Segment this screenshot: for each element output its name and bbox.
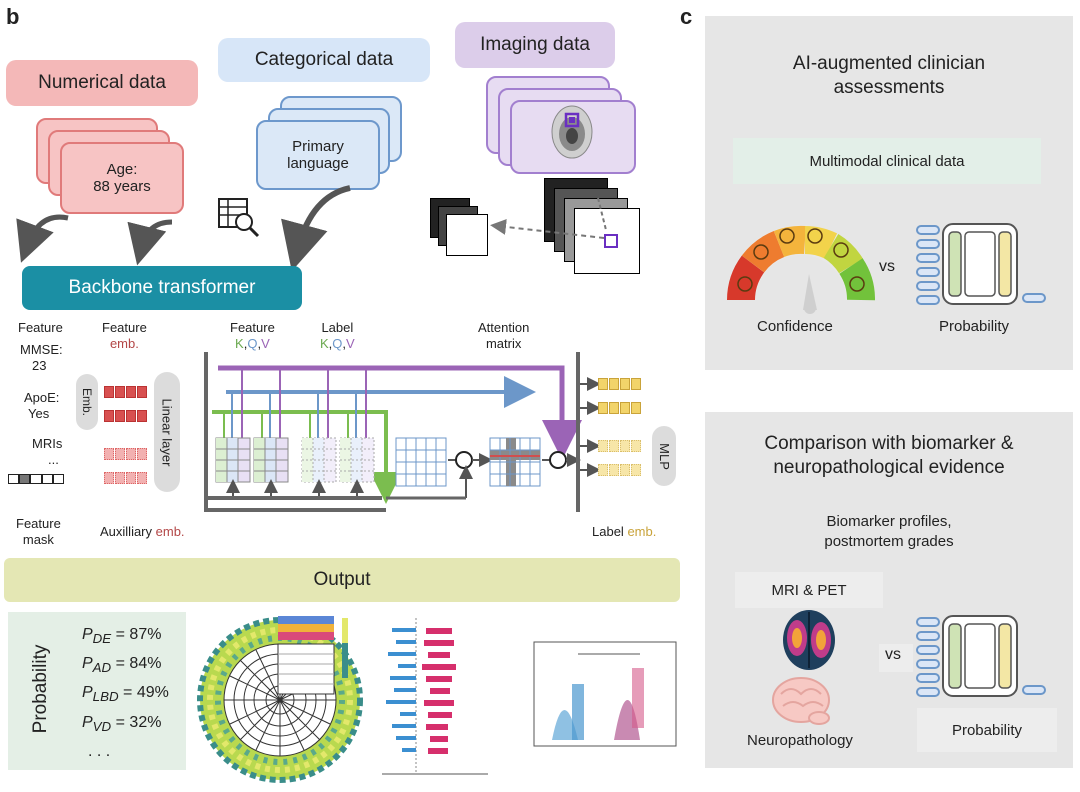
col-attention: Attention matrix bbox=[478, 320, 529, 352]
probability-model-icon-2 bbox=[916, 615, 1046, 697]
prob-vd: PVD = 32% bbox=[82, 713, 162, 734]
patch-marker bbox=[604, 234, 618, 248]
confidence-label: Confidence bbox=[757, 318, 833, 335]
output-bar: Output bbox=[4, 558, 680, 602]
panel-c-label: c bbox=[680, 4, 693, 29]
neuropathology-label: Neuropathology bbox=[747, 732, 853, 749]
multimodal-clinical-data: Multimodal clinical data bbox=[733, 138, 1041, 184]
col-feature-emb-1: Feature bbox=[102, 320, 147, 335]
vs-label-top: vs bbox=[879, 258, 895, 275]
feature-emb-row-1 bbox=[104, 386, 147, 398]
violin-strip-thumbnail bbox=[382, 618, 488, 775]
linear-layer-pill: Linear layer bbox=[154, 372, 180, 492]
feature-emb-row-3 bbox=[104, 448, 147, 460]
imaging-data-title: Imaging data bbox=[455, 22, 615, 68]
feature-apoe: ApoE:Yes bbox=[24, 390, 60, 421]
categorical-card: Primary language bbox=[256, 120, 380, 190]
input-arrows bbox=[16, 185, 607, 272]
confidence-gauge-icon bbox=[727, 225, 875, 314]
label-emb-row-4 bbox=[598, 464, 641, 476]
biomarker-profiles-text: Biomarker profiles,postmortem grades bbox=[824, 513, 954, 550]
attention-diagram bbox=[204, 352, 601, 512]
numerical-data-title: Numerical data bbox=[6, 60, 198, 106]
label-emb-row-2 bbox=[598, 402, 641, 414]
emb-pill: Emb. bbox=[76, 374, 98, 430]
feature-mris: MRIs... bbox=[32, 436, 63, 467]
circular-heatmap-thumbnail bbox=[197, 616, 363, 783]
col-label-kqv-1: Label bbox=[321, 320, 354, 335]
panel-b-label: b bbox=[6, 4, 20, 29]
col-attention-1: Attention bbox=[478, 320, 530, 335]
vs-label-bottom: vs bbox=[885, 646, 901, 663]
biomarker-comparison-title: Comparison with biomarker &neuropatholog… bbox=[764, 433, 1014, 478]
auxiliary-emb-label: Auxilliary emb. bbox=[100, 524, 185, 539]
mlp-pill: MLP bbox=[652, 426, 676, 486]
col-feature-emb: Feature emb. bbox=[102, 320, 147, 352]
col-label-kqv: Label K,Q,V bbox=[320, 320, 355, 352]
feature-emb-row-4 bbox=[104, 472, 147, 484]
label-emb-label: Label emb. bbox=[592, 524, 657, 539]
mri-pet-label: MRI & PET bbox=[735, 572, 883, 608]
prob-ad: PAD = 84% bbox=[82, 655, 162, 676]
prob-lbd: PLBD = 49% bbox=[82, 684, 169, 705]
biomarker-comparison-panel: Comparison with biomarker &neuropatholog… bbox=[705, 412, 1073, 768]
prob-de: PDE = 87% bbox=[82, 626, 162, 647]
col-label-kqv-2: K,Q,V bbox=[320, 336, 355, 351]
pet-brain-icon bbox=[783, 610, 835, 670]
probability-box: Probability PDE = 87% PAD = 84% PLBD = 4… bbox=[8, 612, 186, 770]
col-feature: Feature bbox=[18, 320, 63, 335]
prob-ellipsis: . . . bbox=[88, 742, 111, 760]
raincloud-thumbnail bbox=[533, 641, 677, 747]
probability-label-bottom: Probability bbox=[917, 708, 1057, 752]
probability-label-top: Probability bbox=[939, 318, 1010, 335]
feature-emb-row-2 bbox=[104, 410, 147, 422]
col-feature-kqv: Feature K,Q,V bbox=[230, 320, 275, 352]
table-search-icon bbox=[218, 198, 260, 238]
categorical-data-title: Categorical data bbox=[218, 38, 430, 82]
col-attention-2: matrix bbox=[485, 336, 522, 351]
token-slice-3 bbox=[446, 214, 488, 256]
col-feature-kqv-1: Feature bbox=[230, 320, 275, 335]
probability-list: PDE = 87% PAD = 84% PLBD = 49% PVD = 32%… bbox=[82, 622, 169, 764]
feature-mmse: MMSE:23 bbox=[20, 342, 63, 373]
col-feature-emb-2: emb. bbox=[109, 336, 139, 351]
col-feature-kqv-2: K,Q,V bbox=[235, 336, 270, 351]
probability-title: Probability bbox=[30, 644, 51, 734]
patch-slice-4 bbox=[574, 208, 640, 274]
kqv-grid-1 bbox=[215, 437, 251, 483]
feature-mask-bar bbox=[8, 474, 65, 484]
brain-scan-icon bbox=[551, 105, 593, 159]
numerical-card-line1: Age: bbox=[106, 161, 138, 178]
label-emb-row-1 bbox=[598, 378, 641, 390]
categorical-card-line2: language bbox=[287, 155, 349, 172]
label-emb-row-3 bbox=[598, 440, 641, 452]
numerical-card-line2: 88 years bbox=[93, 178, 151, 195]
neuropathology-brain-icon bbox=[772, 677, 830, 725]
numerical-card: Age: 88 years bbox=[60, 142, 184, 214]
probability-model-icon bbox=[916, 223, 1046, 305]
categorical-card-line1: Primary bbox=[292, 138, 344, 155]
vs-bg bbox=[879, 644, 913, 672]
backbone-transformer: Backbone transformer bbox=[22, 266, 302, 310]
